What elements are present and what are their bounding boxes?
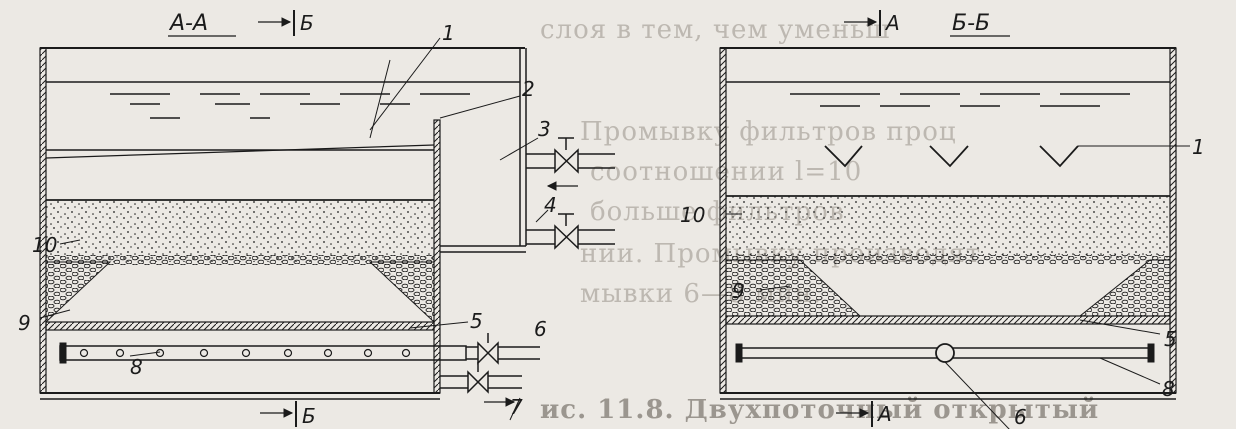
label-6-right: 6 [1014, 405, 1027, 429]
section-mark-a-top: А [884, 11, 900, 35]
bg-line-7: ис. 11.8. Двухпоточный открытый [540, 395, 1099, 425]
label-5-right: 5 [1164, 327, 1177, 351]
partition-wall [433, 119, 441, 394]
bg-line-2: Промывку фильтров проц [580, 117, 957, 147]
label-9-left: 9 [18, 311, 31, 335]
view-section-bb [719, 10, 1190, 429]
label-5-left: 5 [470, 309, 483, 333]
sand-layer [46, 200, 434, 262]
water-marks [110, 93, 470, 119]
label-6-left: 6 [534, 317, 547, 341]
left-wall [39, 47, 47, 394]
label-2: 2 [522, 77, 535, 101]
section-mark-b-top: Б [300, 11, 314, 35]
view-section-aa [39, 10, 615, 427]
label-9-right: 9 [732, 279, 745, 303]
section-mark-b-bottom: Б [302, 404, 316, 428]
label-4: 4 [544, 193, 557, 217]
drainage-plate [45, 321, 435, 331]
label-3: 3 [538, 117, 551, 141]
label-8-right: 8 [1162, 377, 1175, 401]
title-section-bb: Б-Б [952, 11, 990, 36]
title-section-aa: А-А [168, 11, 208, 36]
label-7: 7 [510, 395, 523, 419]
section-mark-a-bottom: А [876, 402, 892, 426]
label-1-left: 1 [442, 21, 455, 45]
label-8-left: 8 [130, 355, 143, 379]
label-10-left: 10 [32, 233, 57, 257]
bg-line-1: слоя в тем, чем уменьш [540, 15, 890, 45]
label-1-right: 1 [1192, 135, 1205, 159]
label-10-right: 10 [680, 203, 705, 227]
